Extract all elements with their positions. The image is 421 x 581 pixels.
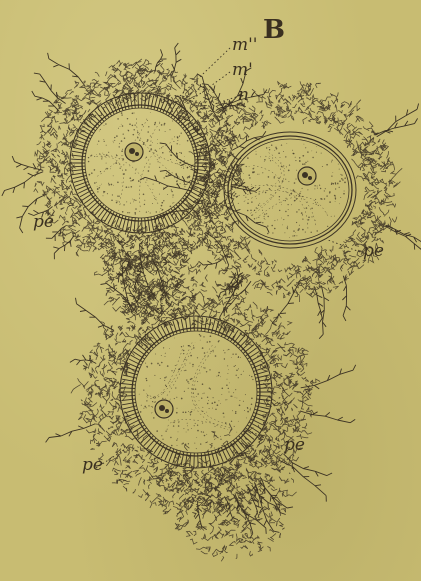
label-pe-left: pe [33, 214, 54, 231]
figure-letter: B [263, 17, 285, 43]
follicle-tissue [2, 43, 421, 561]
label-pe-lower-left: pe [82, 457, 103, 474]
label-pe-lower-right: pe [284, 437, 305, 454]
label-m-prime: m' [232, 62, 253, 79]
label-n: n [238, 87, 249, 104]
label-pe-right: pe [363, 243, 384, 260]
label-m-double-prime: m'' [232, 37, 257, 54]
